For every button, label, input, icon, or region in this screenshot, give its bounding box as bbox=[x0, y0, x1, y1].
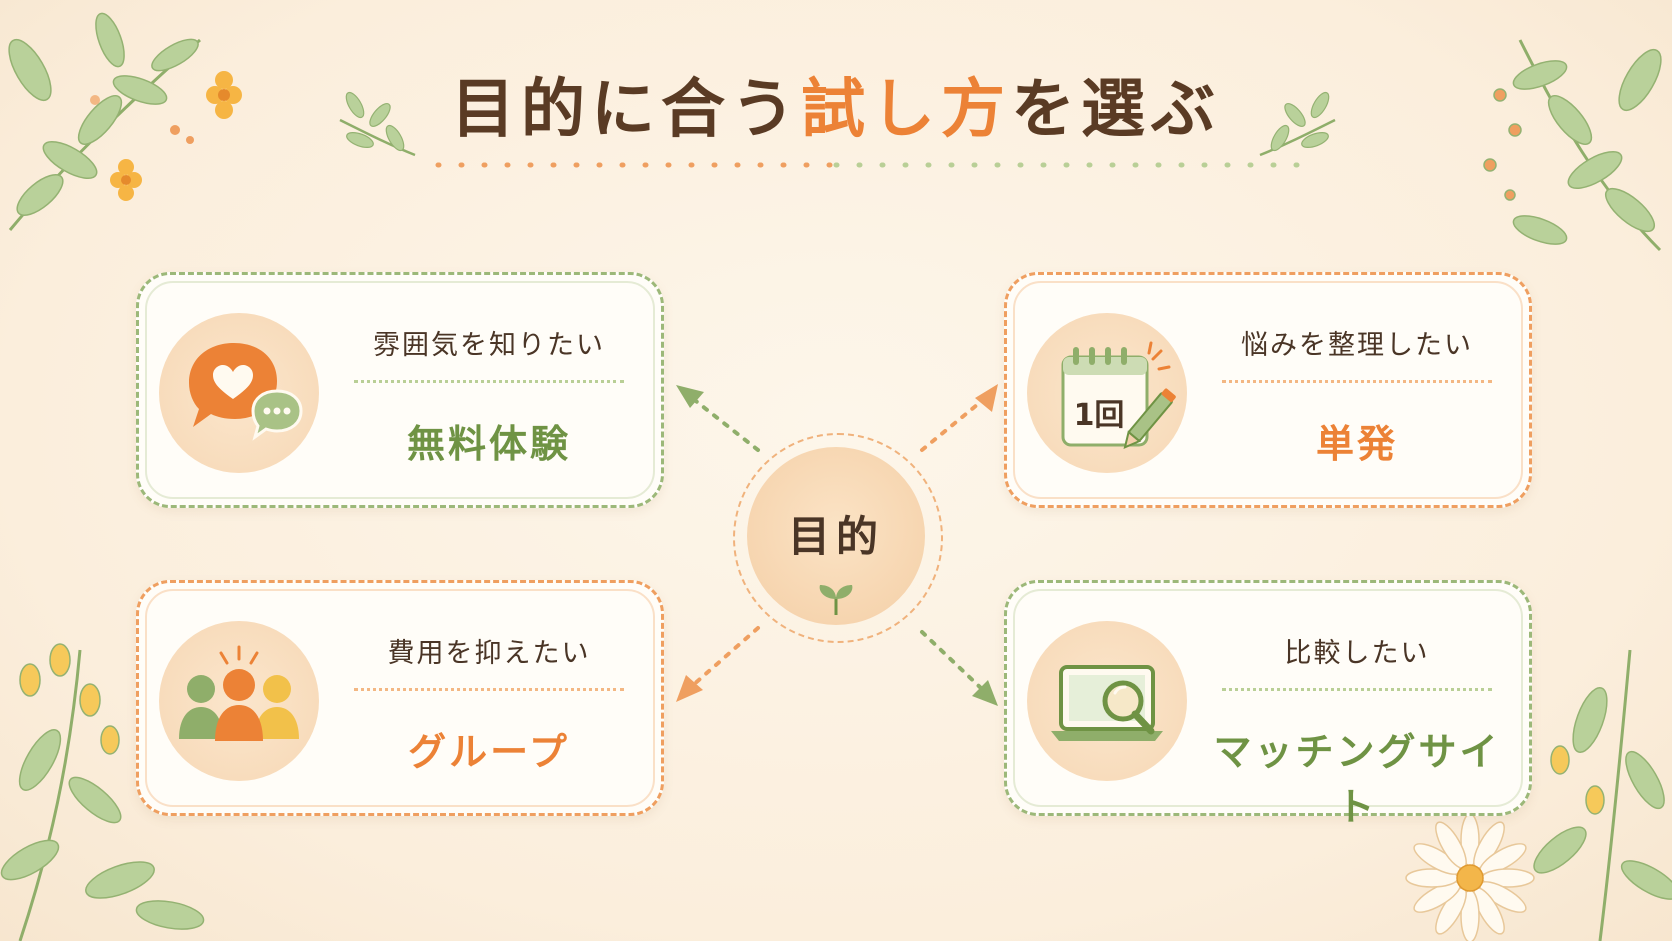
card-matching-site[interactable]: 比較したい マッチングサイト bbox=[1004, 580, 1532, 829]
card-divider bbox=[1222, 688, 1492, 691]
page-title: 目的に合う試し方を選ぶ bbox=[0, 58, 1672, 150]
arrow-to-group bbox=[676, 626, 760, 702]
card-subtitle: 悩みを整理したい bbox=[1241, 330, 1473, 361]
arrow-to-matching-site bbox=[920, 630, 998, 706]
arrow-to-single-session bbox=[920, 384, 998, 452]
icon-disc bbox=[159, 621, 319, 781]
group-people-icon bbox=[179, 645, 299, 741]
card-divider bbox=[354, 380, 624, 383]
card-divider bbox=[1222, 380, 1492, 383]
card-method: 単発 bbox=[1315, 422, 1398, 466]
laptop-magnifier-icon bbox=[1051, 665, 1163, 741]
speech-bubble-heart-icon bbox=[189, 343, 303, 441]
card-divider bbox=[354, 688, 624, 691]
hub-core bbox=[747, 447, 925, 625]
card-inner-frame bbox=[1013, 281, 1523, 499]
flower-top-left-icon bbox=[90, 71, 242, 201]
center-hub: 目的 bbox=[733, 433, 943, 643]
arrow-to-free-trial bbox=[676, 385, 760, 452]
icon-disc: 1回 bbox=[1027, 313, 1187, 473]
card-group[interactable]: 費用を抑えたい グループ bbox=[136, 580, 664, 816]
calendar-pencil-icon: 1回 bbox=[1061, 341, 1176, 450]
calendar-text: 1回 bbox=[1074, 398, 1125, 433]
icon-disc bbox=[159, 313, 319, 473]
card-method: マッチングサイト bbox=[1213, 730, 1501, 829]
title-part-2: を選ぶ bbox=[1011, 73, 1221, 147]
icon-disc bbox=[1027, 621, 1187, 781]
card-method: 無料体験 bbox=[406, 422, 571, 466]
leaf-sprig-top-left-icon bbox=[8, 12, 201, 231]
card-free-trial[interactable]: 雰囲気を知りたい 無料体験 bbox=[136, 272, 664, 508]
leaf-sprig-top-right-icon bbox=[1483, 39, 1662, 252]
leaf-sprig-bottom-right-icon bbox=[1533, 649, 1672, 941]
card-subtitle: 雰囲気を知りたい bbox=[373, 330, 605, 361]
hub-ring bbox=[733, 433, 943, 643]
card-inner-frame bbox=[1013, 589, 1523, 807]
card-single-session[interactable]: 1回 悩みを整理したい 単発 bbox=[1004, 272, 1532, 508]
card-subtitle: 費用を抑えたい bbox=[387, 638, 591, 669]
title-accent: 試し方 bbox=[801, 73, 1011, 147]
card-inner-frame bbox=[145, 281, 655, 499]
sprout-icon bbox=[819, 585, 853, 615]
card-method: グループ bbox=[408, 730, 570, 774]
card-subtitle: 比較したい bbox=[1284, 638, 1430, 669]
hub-label: 目的 bbox=[787, 512, 884, 561]
card-inner-frame bbox=[145, 589, 655, 807]
leaf-sprig-bottom-left-icon bbox=[0, 643, 205, 941]
title-part-1: 目的に合う bbox=[451, 73, 801, 147]
daisy-bottom-right-icon bbox=[1405, 813, 1535, 941]
title-sprig-right-icon bbox=[1259, 91, 1336, 157]
title-sprig-left-icon bbox=[339, 91, 416, 157]
